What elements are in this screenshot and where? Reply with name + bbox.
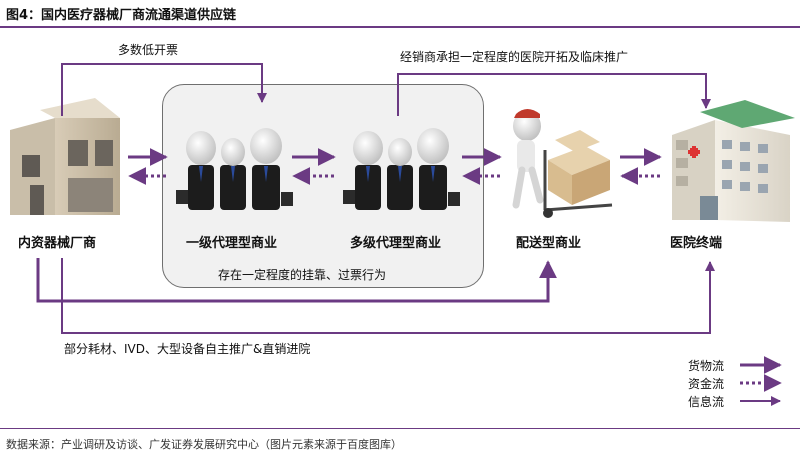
legend-fund-label: 资金流 bbox=[688, 377, 725, 391]
delivery-cart-icon bbox=[512, 109, 613, 218]
factory-building-icon bbox=[10, 98, 120, 215]
legend-info-label: 信息流 bbox=[688, 395, 725, 409]
manufacturer-label: 内资器械厂商 bbox=[18, 236, 97, 251]
low-invoice-note: 多数低开票 bbox=[118, 43, 179, 57]
hospital-building-icon bbox=[672, 100, 795, 222]
info-flow-bottom-to-distributor bbox=[36, 258, 557, 303]
affiliation-note: 存在一定程度的挂靠、过票行为 bbox=[218, 268, 387, 282]
distributor-label: 配送型商业 bbox=[516, 236, 582, 251]
info-flow-top-right bbox=[397, 73, 711, 116]
multi-agent-people-icon bbox=[343, 128, 460, 210]
first-agent-label: 一级代理型商业 bbox=[186, 236, 278, 251]
multi-agent-label: 多级代理型商业 bbox=[350, 236, 442, 251]
info-flow-bottom-to-hospital bbox=[61, 258, 715, 334]
hospital-label: 医院终端 bbox=[670, 236, 723, 251]
footer-rule bbox=[0, 428, 800, 429]
title-rule bbox=[0, 26, 800, 28]
legend-goods-label: 货物流 bbox=[688, 359, 725, 373]
distributor-promotion-note: 经销商承担一定程度的医院开拓及临床推广 bbox=[400, 50, 629, 64]
figure-title: 图4：国内医疗器械厂商流通渠道供应链 bbox=[6, 8, 237, 23]
info-flow-top-left bbox=[61, 63, 267, 116]
first-agent-people-icon bbox=[176, 128, 293, 210]
source-note: 数据来源：产业调研及访谈、广发证券发展研究中心（图片元素来源于百度图库） bbox=[6, 438, 402, 451]
direct-sales-note: 部分耗材、IVD、大型设备自主推广&直销进院 bbox=[64, 342, 311, 356]
